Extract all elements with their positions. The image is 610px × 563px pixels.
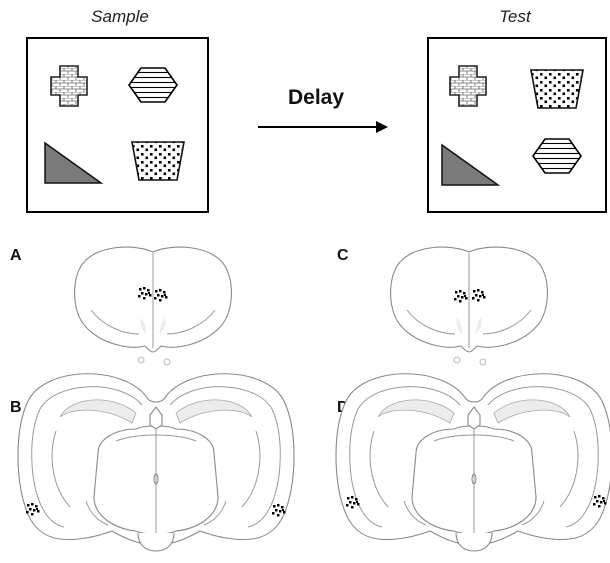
brain-section-d (335, 373, 610, 552)
sample-box (26, 37, 209, 213)
sample-label: Sample (91, 7, 149, 26)
brain-section-b (17, 373, 295, 552)
dotted-trapezoid-icon (131, 141, 185, 181)
dotted-trapezoid-icon (530, 69, 584, 109)
test-label: Test (499, 7, 532, 26)
delay-arrow: Delay (258, 86, 388, 133)
panel-label-a: A (10, 247, 22, 264)
panel-label-c: C (337, 247, 349, 264)
delay-label: Delay (288, 86, 344, 109)
test-box (427, 37, 607, 213)
brain-section-c (390, 246, 548, 366)
panel-label-b: B (10, 399, 22, 416)
brain-section-a (74, 246, 232, 366)
